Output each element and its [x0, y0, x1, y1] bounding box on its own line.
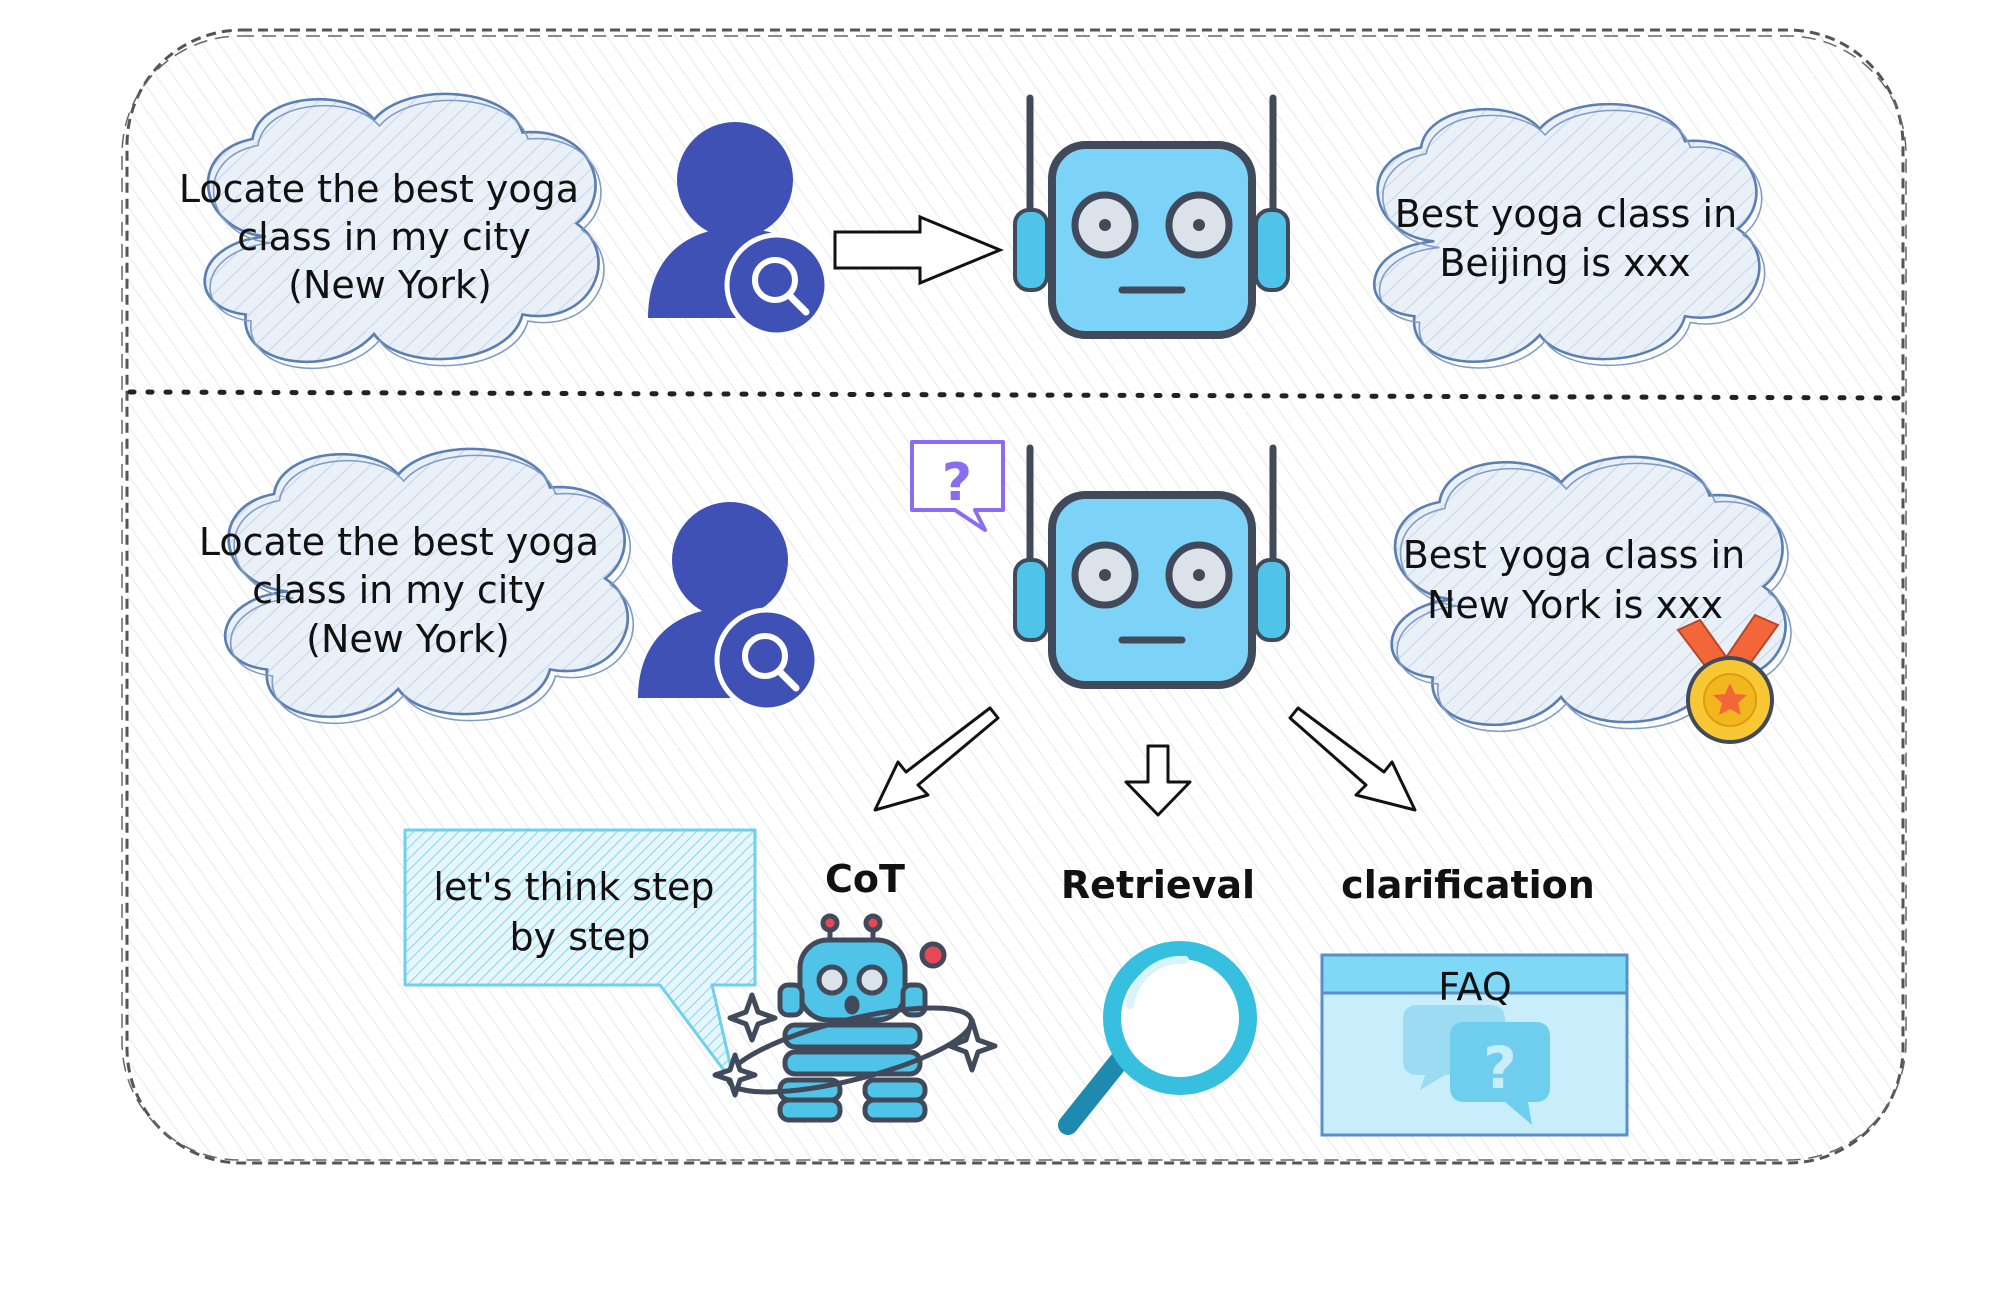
svg-text:Locate the best yoga class: Locate the best yoga class in my city (N… [179, 167, 591, 307]
answer-cloud-bottom-line-2: New York is xxx [1427, 583, 1723, 627]
query-cloud-top-line-2: class in my city [237, 215, 531, 259]
arrow-right-icon [833, 214, 1004, 286]
svg-text:Best yoga class in New Yor: Best yoga class in New York is xxx [1403, 533, 1758, 627]
query-cloud-bottom-line-1: Locate the best yoga [199, 520, 599, 564]
answer-cloud-top-line-2: Beijing is xxx [1439, 241, 1690, 285]
clarification-label: clarification [1341, 863, 1595, 907]
question-bubble-mark: ? [942, 453, 972, 513]
svg-text:let's think step by step: let's think step by step [433, 865, 726, 959]
svg-text:Locate the best yoga class: Locate the best yoga class in my city (N… [199, 520, 611, 661]
cot-speech-line-2: by step [510, 915, 651, 959]
robot-icon [1013, 94, 1290, 339]
cot-speech-bubble [403, 828, 757, 1087]
magnifier-icon [1058, 941, 1257, 1135]
cot-speech-line-1: let's think step [433, 865, 714, 909]
robot-icon-bottom [1013, 444, 1290, 689]
query-cloud-top-line-1: Locate the best yoga [179, 167, 579, 211]
faq-title: FAQ [1438, 965, 1512, 1009]
arrow-to-retrieval-icon [1124, 744, 1192, 817]
medal-icon [1676, 613, 1780, 744]
query-cloud-bottom-line-3: (New York) [306, 617, 510, 661]
thinking-robot-icon [712, 913, 998, 1123]
faq-question-mark: ? [1483, 1034, 1517, 1102]
arrow-to-cot-icon [873, 706, 1000, 812]
query-cloud-top-line-3: (New York) [288, 263, 492, 307]
cot-label: CoT [825, 857, 905, 901]
row-divider [127, 389, 1903, 401]
arrow-to-clarification-icon [1288, 706, 1417, 812]
user-search-icon-bottom [638, 502, 820, 713]
user-search-icon [648, 122, 830, 338]
answer-cloud-top-line-1: Best yoga class in [1395, 192, 1738, 236]
question-bubble-icon: ? [910, 440, 1005, 532]
svg-text:Best yoga class in Beijing: Best yoga class in Beijing is xxx [1395, 192, 1750, 285]
retrieval-label: Retrieval [1061, 863, 1255, 907]
faq-window-icon [1320, 953, 1629, 1137]
query-cloud-bottom-line-2: class in my city [252, 568, 546, 612]
answer-cloud-bottom-line-1: Best yoga class in [1403, 533, 1746, 577]
